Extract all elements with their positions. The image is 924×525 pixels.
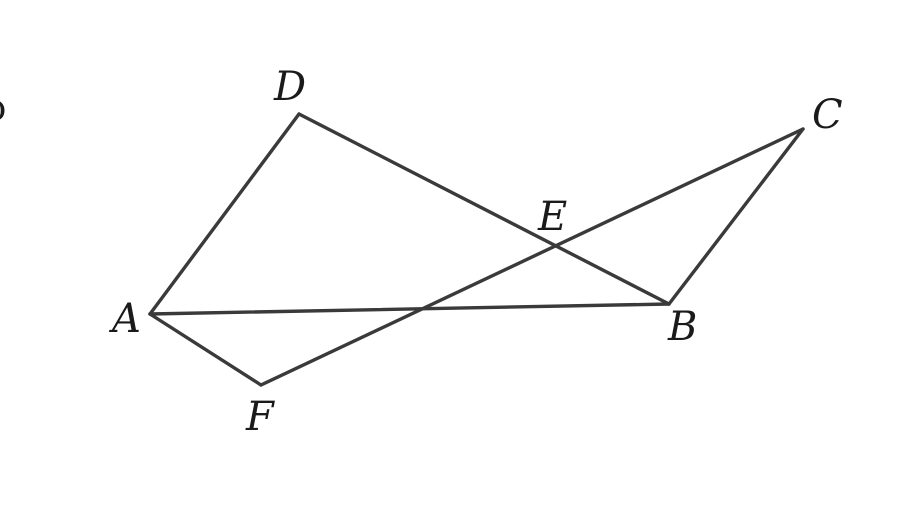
point-label-C: C: [812, 92, 843, 138]
edge-glyph: ↄ: [0, 88, 6, 129]
point-label-B: B: [667, 304, 697, 350]
segment-AD: [148, 112, 301, 316]
segment-DB: [297, 112, 671, 306]
point-label-A: A: [108, 296, 141, 342]
segment-BC: [667, 127, 805, 306]
point-label-D: D: [273, 64, 306, 110]
segment-AF: [148, 312, 263, 387]
point-label-F: F: [245, 394, 275, 440]
segment-FC: [259, 127, 805, 387]
point-label-E: E: [537, 194, 567, 240]
segment-AB: [148, 302, 671, 316]
